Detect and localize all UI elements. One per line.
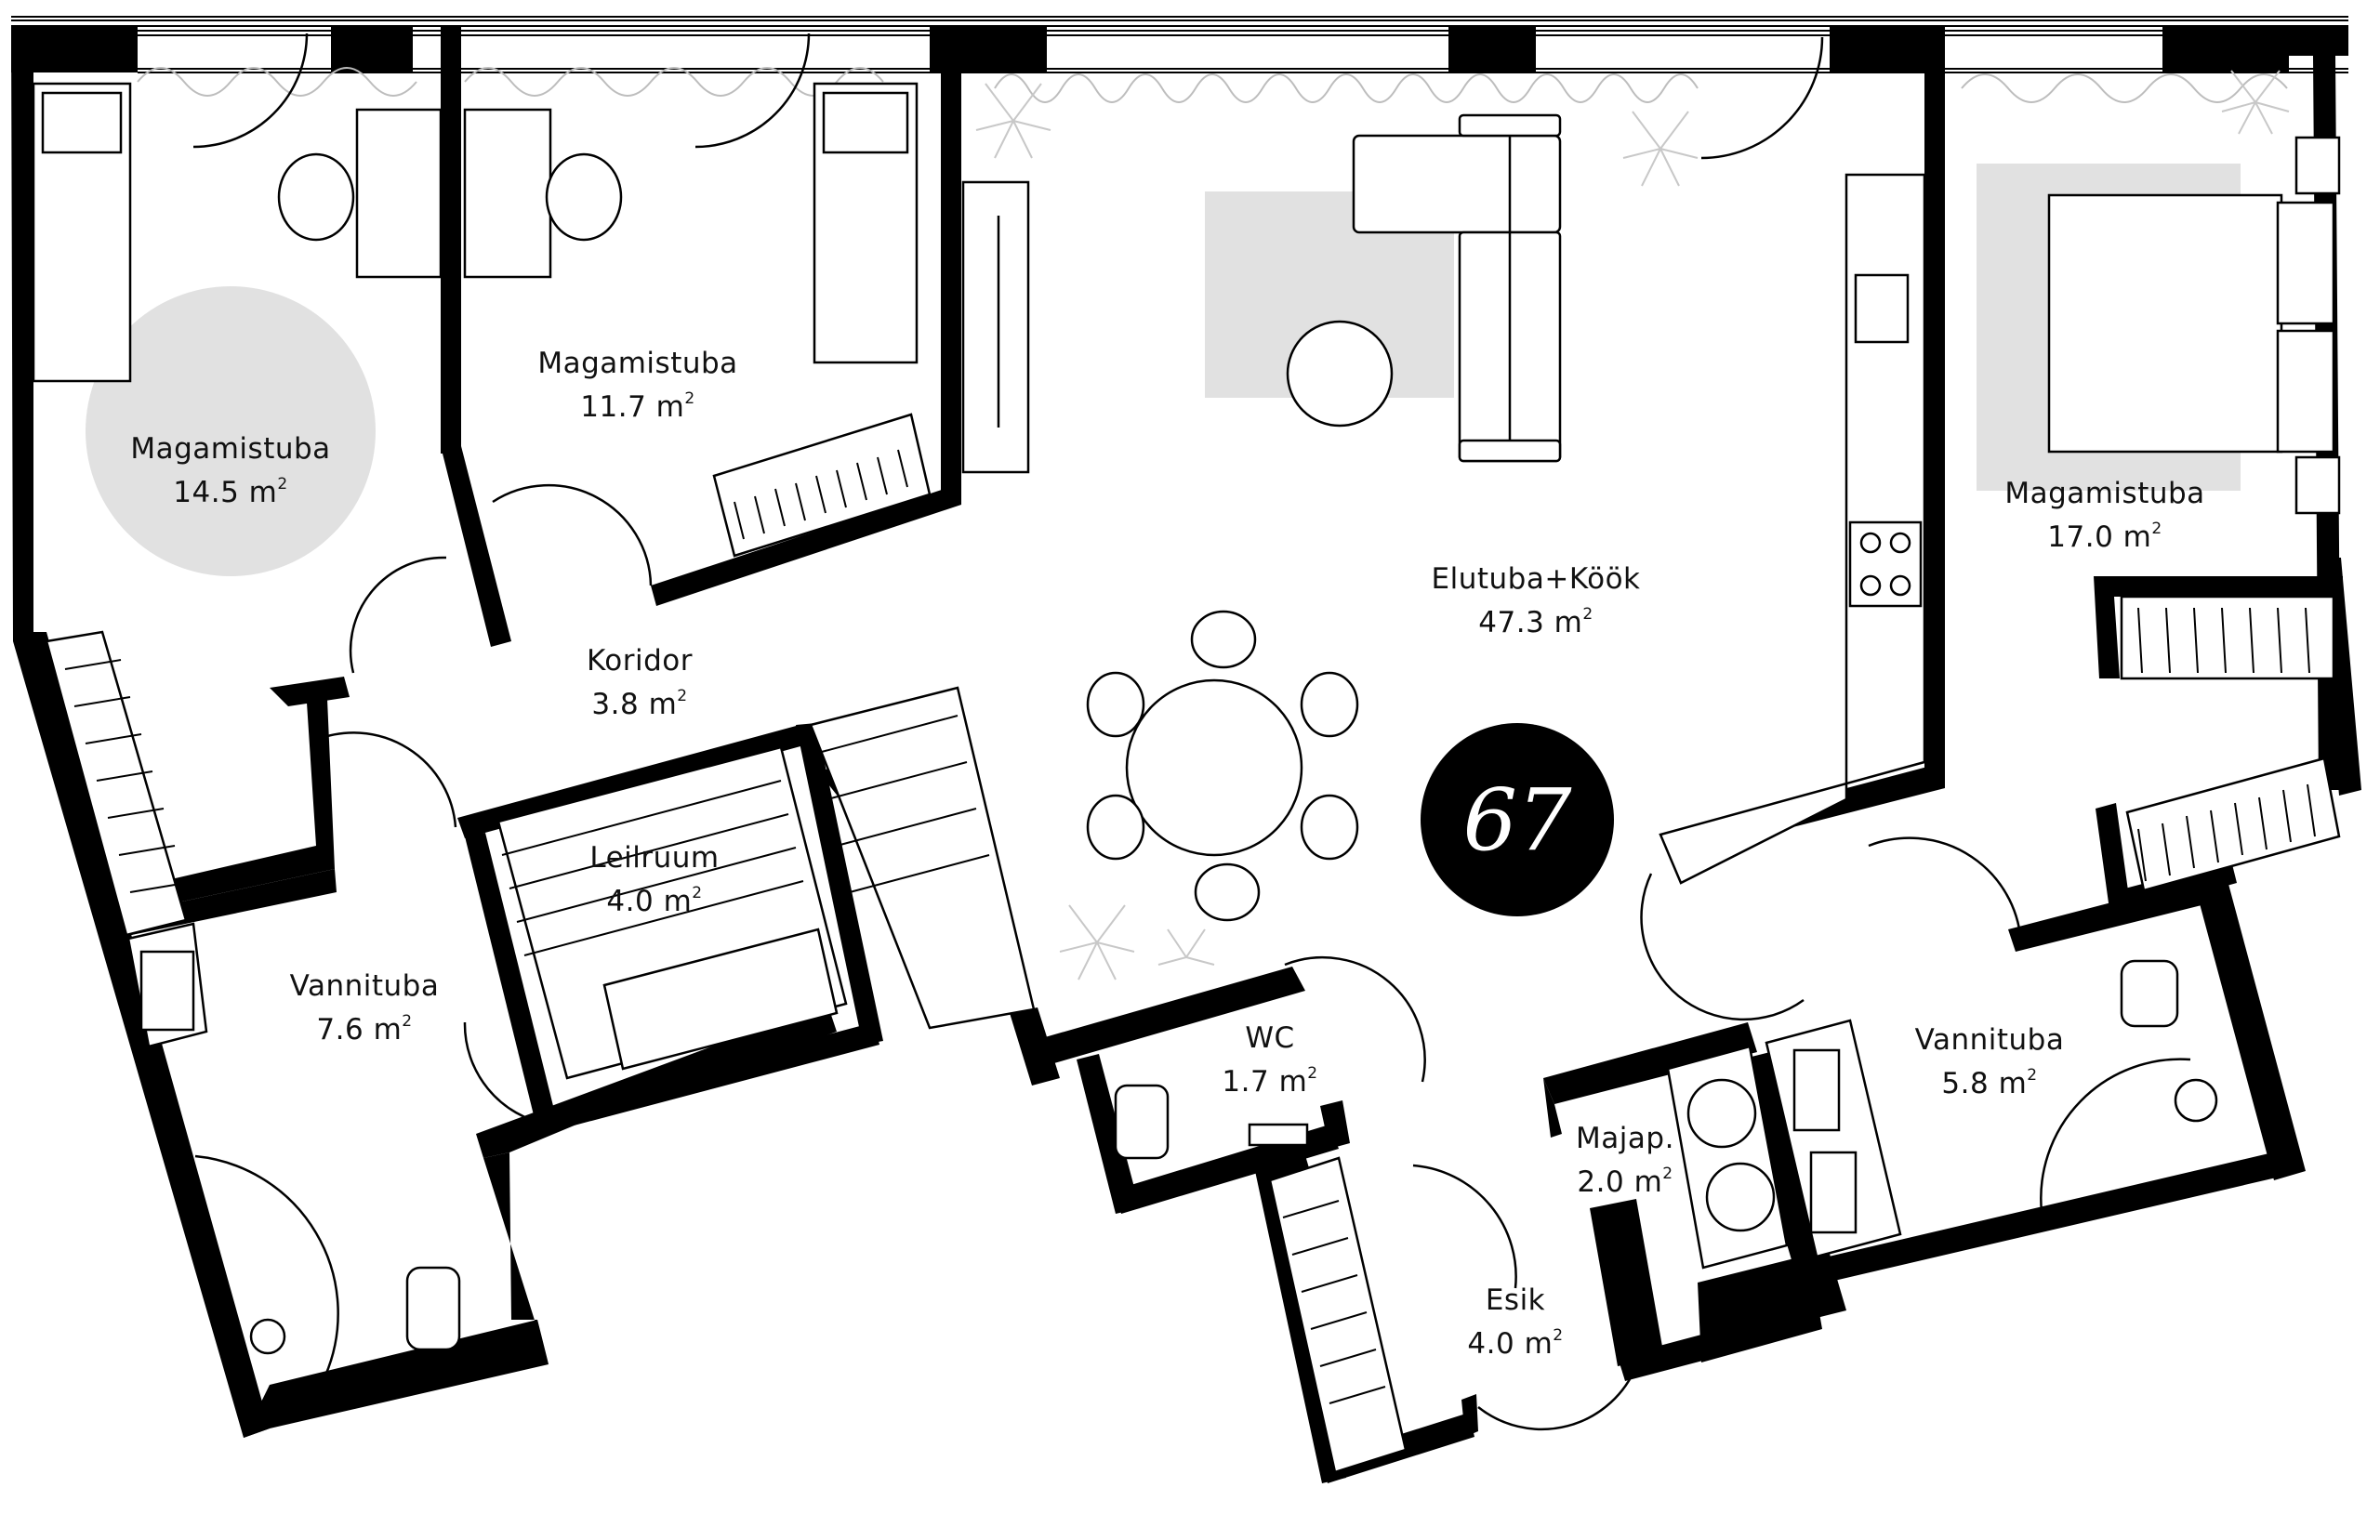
room-area: 17.0 m2 [2047, 520, 2162, 554]
room-area: 3.8 m2 [591, 687, 688, 721]
room-label-wc: WC 1.7 m2 [1222, 1020, 1317, 1099]
room-area: 5.8 m2 [1941, 1066, 2038, 1100]
room-name: Magamistuba [537, 347, 738, 380]
room-area: 7.6 m2 [316, 1012, 413, 1046]
room-area: 11.7 m2 [580, 389, 695, 424]
apartment-number-badge: 67 [1421, 723, 1614, 916]
room-label-utility: Majap. 2.0 m2 [1576, 1121, 1674, 1200]
room-name: Elutuba+Köök [1431, 562, 1641, 596]
room-name: Esik [1485, 1283, 1546, 1317]
room-label-bedroom-2: Magamistuba 11.7 m2 [537, 346, 737, 425]
room-area: 4.0 m2 [606, 884, 703, 918]
room-label-living-kitchen: Elutuba+Köök 47.3 m2 [1432, 561, 1641, 640]
room-name: WC [1245, 1021, 1295, 1055]
room-name: Magamistuba [130, 432, 331, 466]
room-name: Koridor [587, 644, 693, 678]
plants [975, 70, 2290, 981]
apartment-number: 67 [1462, 770, 1572, 870]
room-area: 2.0 m2 [1577, 1165, 1673, 1199]
room-area: 47.3 m2 [1478, 605, 1593, 639]
room-name: Magamistuba [2004, 477, 2205, 510]
room-area: 4.0 m2 [1467, 1326, 1564, 1361]
room-label-hall: Esik 4.0 m2 [1467, 1283, 1563, 1362]
room-name: Leilruum [589, 841, 720, 875]
room-area: 1.7 m2 [1222, 1064, 1318, 1099]
room-label-sauna: Leilruum 4.0 m2 [589, 840, 719, 919]
room-label-bedroom-3: Magamistuba 17.0 m2 [2004, 476, 2204, 555]
room-name: Vannituba [1914, 1023, 2065, 1057]
room-area: 14.5 m2 [173, 475, 288, 509]
room-label-bedroom-1: Magamistuba 14.5 m2 [130, 431, 330, 510]
room-name: Vannituba [289, 969, 440, 1003]
door-swings [192, 33, 2191, 1431]
room-label-bathroom-2: Vannituba 5.8 m2 [1915, 1022, 2065, 1101]
furniture [32, 82, 2341, 1474]
room-label-bathroom-1: Vannituba 7.6 m2 [290, 968, 440, 1047]
room-name: Majap. [1576, 1122, 1674, 1155]
room-label-corridor: Koridor 3.8 m2 [587, 643, 693, 722]
wardrobe-hangers [64, 449, 2316, 1404]
